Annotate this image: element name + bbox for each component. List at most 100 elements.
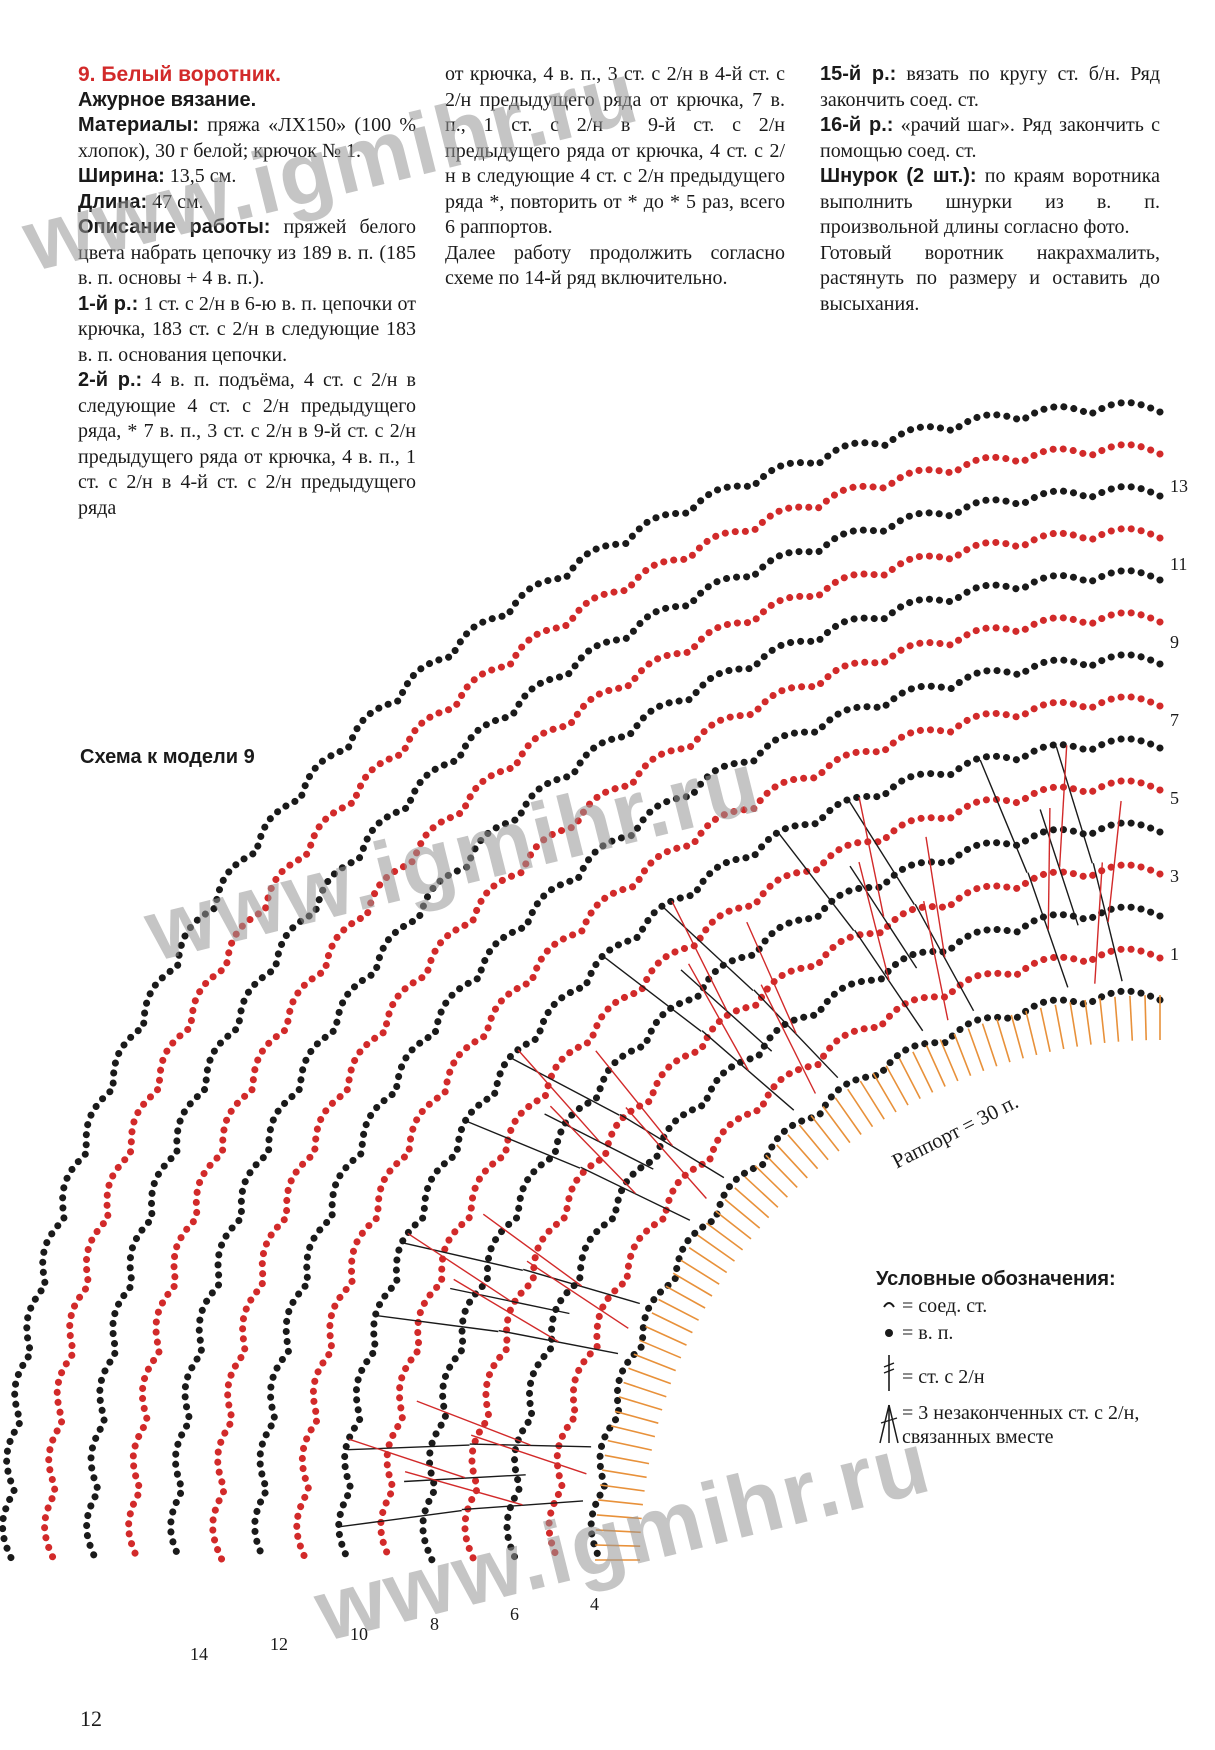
stitch-column [849,865,918,969]
stitch-column [778,833,855,932]
stitch-column [498,1329,619,1355]
base-stitch [651,1312,693,1334]
legend-title: Условные обозначения: [876,1268,1116,1290]
stitch-column [523,1268,640,1305]
stitch-column [511,1057,620,1116]
stitch-column [923,900,949,1021]
base-stitch [658,1298,699,1321]
description-label: Описание работы: [78,216,271,238]
base-stitch [1069,1002,1079,1047]
base-stitch [628,1367,672,1385]
row15-paragraph: 15-й р.: вязать по кругу ст. б/н. Ряд за… [820,62,1160,113]
instructions-column-1: 9. Белый воротник. Ажурное вязание. Мате… [78,62,416,521]
stitch-column [603,956,702,1032]
base-stitch [596,1514,642,1520]
base-stitch [614,1410,659,1424]
instructions-column-2: от крючка, 4 в. п., 3 ст. с 2/н в 4-й ст… [445,62,785,292]
stitch-column [746,921,797,1034]
row2-label: 2-й р.: [78,369,143,391]
base-stitch [967,1028,985,1072]
base-stitch [618,1396,663,1411]
chain-row [545,945,1164,1564]
legend: Условные обозначения: = соед. ст. = в. п… [876,1268,1176,1449]
legend-item: = соед. ст. [876,1294,1176,1318]
base-stitch [604,1454,650,1465]
row1-paragraph: 1-й р.: 1 ст. с 2/н в 6-ю в. п. цепочки … [78,292,416,369]
base-stitch [610,1425,656,1438]
base-stitch [834,1097,862,1135]
slip-stitch-icon [876,1294,902,1314]
row-number-bottom: 6 [510,1604,519,1624]
stitch-column [517,1049,600,1142]
base-stitch [665,1285,706,1309]
stitch-column [1027,872,1069,988]
length-label: Длина: [78,190,148,213]
row-number-bottom: 8 [430,1614,439,1634]
base-stitch [798,1124,829,1161]
base-stitch [859,1080,885,1120]
base-stitch [688,1247,728,1274]
chain-row [83,483,1164,1564]
diagram-rows [0,398,1164,1564]
row-number-right: 5 [1170,788,1179,808]
row16-label: 16-й р.: [820,114,894,136]
stitch-column [619,1113,725,1179]
row-number-bottom: 12 [270,1634,288,1654]
stitch-column [671,900,728,1011]
chain-row [587,987,1164,1564]
base-stitch [1054,1004,1065,1050]
base-stitch [734,1187,770,1219]
chain-row [377,777,1164,1564]
base-stitch [776,1144,808,1179]
width-label: Ширина: [78,165,165,187]
cord-text: по краям воротника выполнить шнурки из в… [820,165,1160,238]
chain-row [125,525,1164,1564]
article-title: 9. Белый воротник. [78,63,281,86]
stitch-column [662,906,754,992]
stitch-column [470,1434,587,1475]
row16-paragraph: 16-й р.: «рачий шаг». Ряд закончить с по… [820,113,1160,164]
base-stitch [1114,996,1120,1042]
stitch-column [461,1500,584,1511]
length-paragraph: Длина: 47 см. [78,190,416,216]
materials-paragraph: Материалы: пряжа «ЛХ150» (100 % хлопок),… [78,113,416,164]
base-stitch [715,1210,752,1240]
base-stitch [595,1529,641,1534]
base-stitch [598,1499,643,1506]
base-stitch [1099,998,1106,1043]
instructions-column-3: 15-й р.: вязать по кругу ст. б/н. Ряд за… [820,62,1160,317]
schema-title: Схема к модели 9 [80,746,255,768]
stitch-column [595,1050,673,1147]
base-stitch [1025,1010,1038,1056]
base-stitch [645,1325,687,1346]
stitch-column [925,836,946,958]
legend-item: = 3 незаконченных ст. с 2/н, связанных в… [876,1401,1176,1449]
legend-text: = в. п. [902,1322,954,1344]
stitch-column [858,797,885,917]
base-stitch [672,1272,713,1297]
width-text: 13,5 см. [164,165,237,187]
row2-paragraph: 2-й р.: 4 в. п. подъёма, 4 ст. с 2/н в с… [78,368,416,521]
stitch-column [701,1030,795,1111]
base-stitch [953,1033,972,1076]
row1-text: 1 ст. с 2/н в 6-ю в. п. цепочки от крючк… [78,292,416,366]
base-stitch [697,1234,735,1262]
stitch-column [848,800,915,905]
legend-item: = в. п. [876,1321,1176,1345]
legend-text: = ст. с 2/н [902,1366,985,1388]
base-stitch [996,1018,1011,1063]
stitch-column [1094,862,1103,984]
stitch-column [348,1438,466,1479]
legend-text: = соед. ст. [902,1295,988,1317]
stitch-column [1058,745,1068,868]
chain-row [293,693,1164,1564]
stitch-column [979,759,1028,873]
base-stitch [912,1051,934,1093]
base-stitch [981,1023,998,1067]
stitch-column [1047,807,1051,930]
base-stitch [885,1065,909,1106]
stitch-column [526,1260,629,1329]
base-stitch [1039,1007,1051,1052]
stitch-column [450,1287,570,1315]
row15-text: вязать по кругу ст. б/н. Ряд закончить с… [820,63,1160,111]
